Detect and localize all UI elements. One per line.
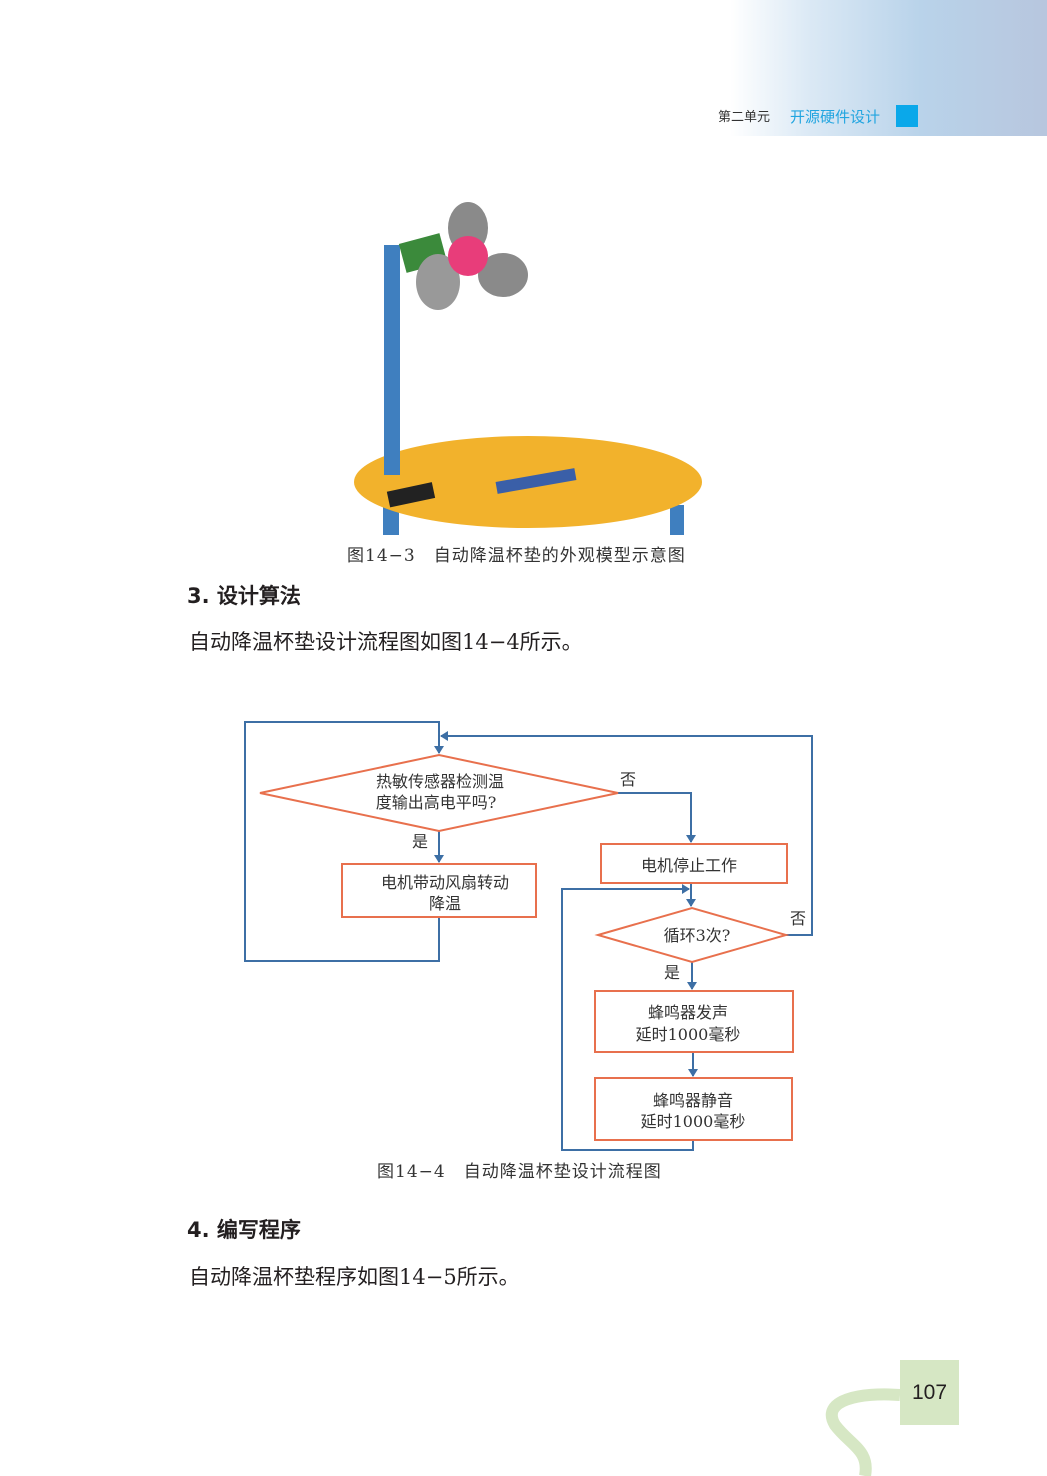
yes-label-2: 是 xyxy=(664,963,680,982)
pole xyxy=(384,245,400,475)
section-3-text: 自动降温杯垫设计流程图如图14−4所示。 xyxy=(189,630,583,654)
decorative-curve xyxy=(825,1388,901,1476)
temperature-sensor xyxy=(386,482,436,508)
box-buzzer-on xyxy=(594,990,794,1053)
no-arrow xyxy=(618,792,696,843)
decision1-text: 度输出高电平吗? xyxy=(376,793,497,812)
box-motor-stop xyxy=(600,843,788,884)
no-label: 否 xyxy=(620,770,636,789)
cup-pad-model-illustration xyxy=(354,202,702,535)
box-fan-text: 降温 xyxy=(429,894,461,913)
fan-blade xyxy=(478,253,528,297)
section-4-heading: 4. 编写程序 xyxy=(187,1218,301,1242)
section-4-text: 自动降温杯垫程序如图14−5所示。 xyxy=(189,1265,520,1289)
figure-14-4-caption: 图14−4 自动降温杯垫设计流程图 xyxy=(377,1162,662,1182)
figure-14-3-caption: 图14−3 自动降温杯垫的外观模型示意图 xyxy=(347,546,686,566)
page-number: 107 xyxy=(900,1360,959,1425)
unit-label: 第二单元 xyxy=(718,110,771,125)
decision1-text: 热敏传感器检测温 xyxy=(376,772,504,791)
box-buzzer-off xyxy=(594,1077,793,1141)
pad-leg-right xyxy=(670,505,684,535)
box-buzzer-off-text: 延时1000毫秒 xyxy=(641,1112,746,1131)
no-label-2: 否 xyxy=(790,909,806,928)
decision-loop xyxy=(594,906,790,964)
box-buzzer-off-text: 蜂鸣器静音 xyxy=(653,1091,733,1110)
header-banner-satellite-image xyxy=(730,0,1047,136)
no-loop-arrow xyxy=(440,731,813,936)
box-stop-text: 电机停止工作 xyxy=(641,856,737,875)
repeat-loop-arrow xyxy=(561,884,694,1151)
buzzer-module xyxy=(495,468,577,494)
decision-sensor xyxy=(259,753,619,833)
box-buzzer-on-text: 蜂鸣器发声 xyxy=(648,1003,728,1022)
box-buzzer-on-text: 延时1000毫秒 xyxy=(636,1025,741,1044)
decision2-text: 循环3次? xyxy=(664,926,731,945)
section-3-heading: 3. 设计算法 xyxy=(187,584,301,608)
unit-marker xyxy=(896,105,918,127)
unit-title: 开源硬件设计 xyxy=(790,108,881,126)
box-fan-text: 电机带动风扇转动 xyxy=(381,873,509,892)
yes-label: 是 xyxy=(412,832,428,851)
fan-blade xyxy=(416,254,460,310)
box-fan-on xyxy=(341,863,537,918)
fan-hub xyxy=(448,236,488,276)
loop-back-arrow xyxy=(244,721,444,962)
